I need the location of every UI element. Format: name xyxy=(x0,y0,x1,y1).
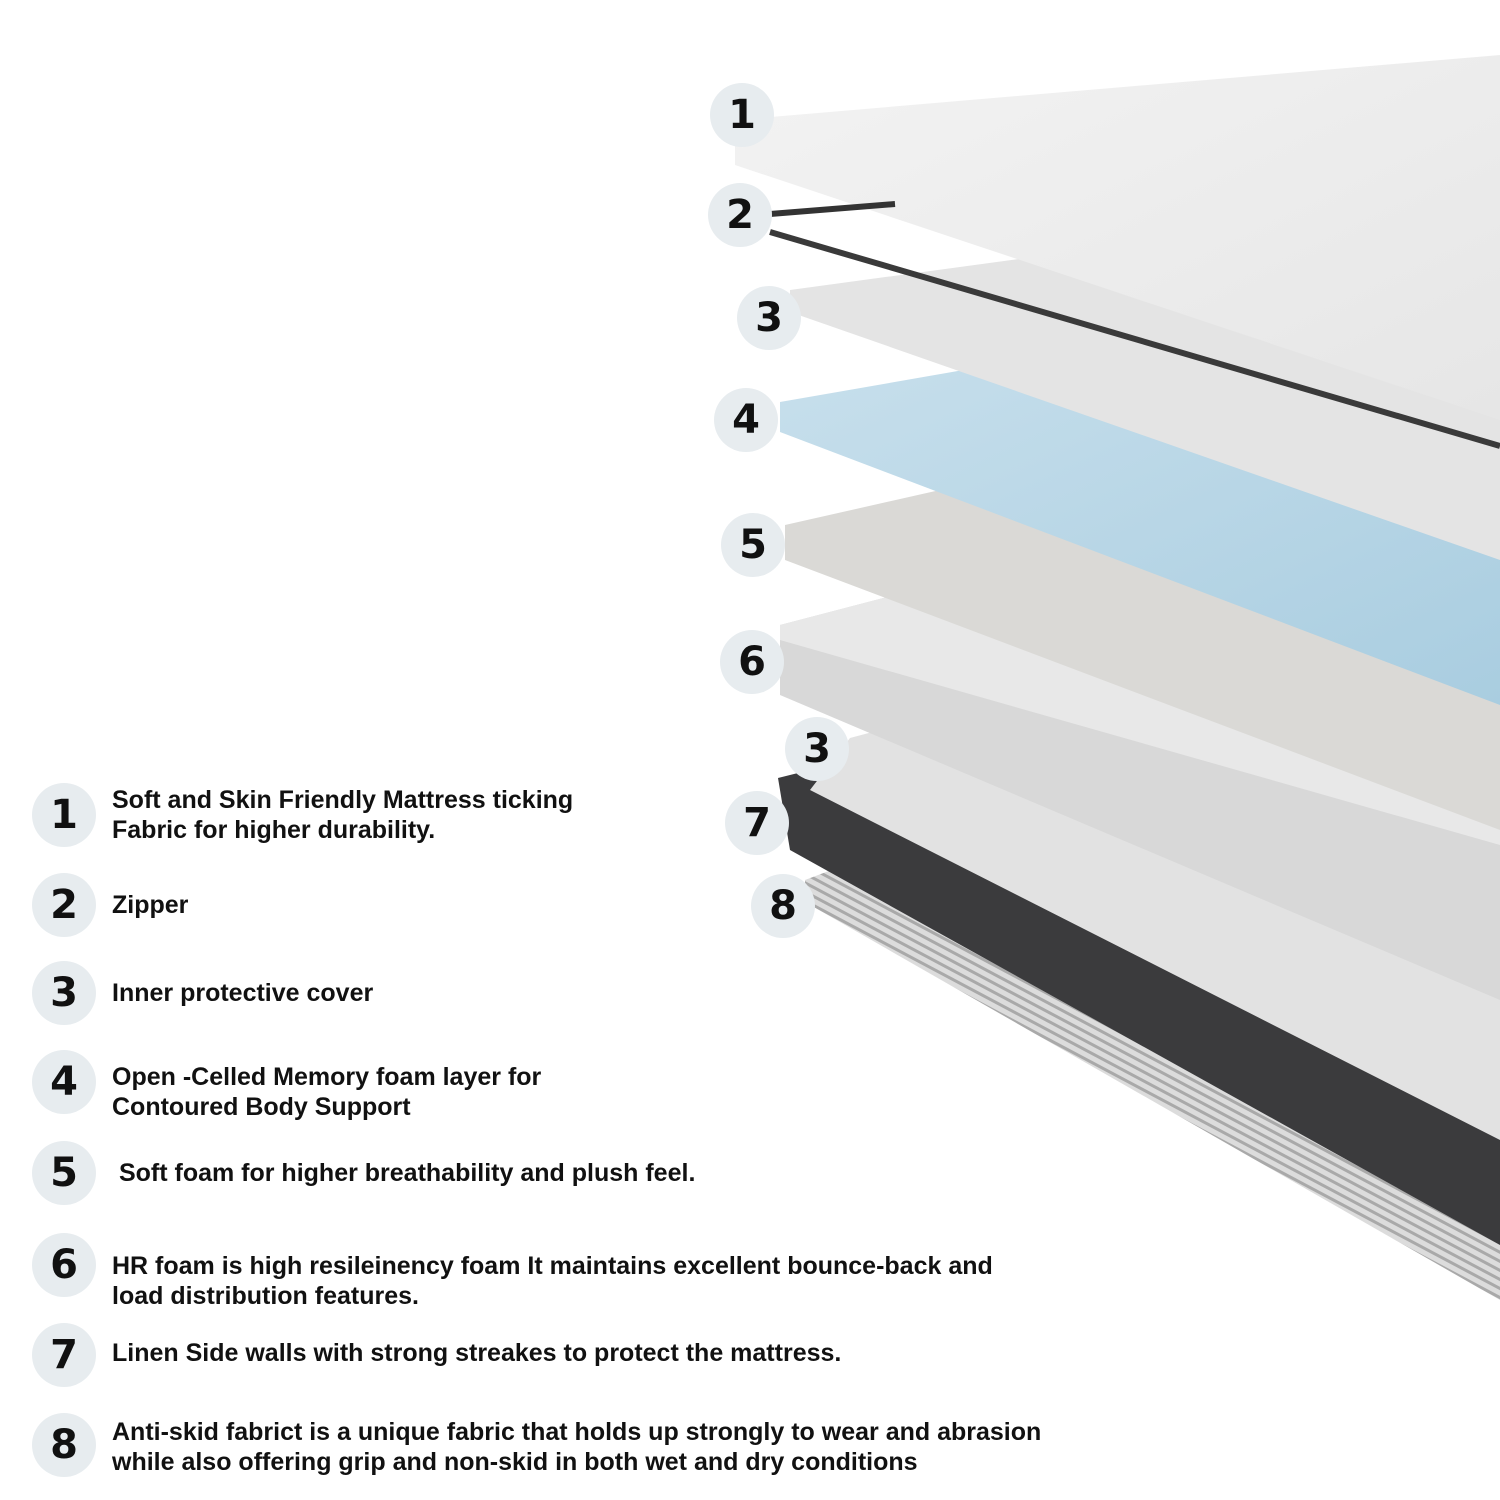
legend-text: Contoured Body Support xyxy=(112,1093,411,1121)
legend-text: Soft and Skin Friendly Mattress ticking xyxy=(112,786,574,814)
legend-text: load distribution features. xyxy=(112,1282,419,1310)
legend-badge: 8 xyxy=(32,1413,96,1477)
diagram-badge: 6 xyxy=(720,630,784,694)
layer-2-zipper xyxy=(769,201,1500,449)
legend-text: Fabric for higher durability. xyxy=(112,816,436,844)
legend-text: HR foam is high resileinency foam It mai… xyxy=(112,1252,993,1280)
layer-8-anti-skid xyxy=(805,842,1500,1300)
legend-text: Soft foam for higher breathability and p… xyxy=(112,1159,696,1187)
diagram-badge: 3 xyxy=(785,717,849,781)
legend-text: Open -Celled Memory foam layer for xyxy=(112,1063,542,1091)
legend-badge: 2 xyxy=(32,873,96,937)
diagram-badge: 7 xyxy=(725,791,789,855)
layer-7-side-wall xyxy=(778,770,1500,1245)
legend-badge: 7 xyxy=(32,1323,96,1387)
legend-text: Linen Side walls with strong streakes to… xyxy=(112,1339,842,1367)
legend-badge: 4 xyxy=(32,1050,96,1114)
legend-badge: 3 xyxy=(32,961,96,1025)
diagram-badge: 5 xyxy=(721,513,785,577)
layer-3-inner-cover-bottom xyxy=(810,730,1500,1140)
diagram-badge: 3 xyxy=(737,286,801,350)
legend-text: Zipper xyxy=(112,891,189,919)
layer-1-ticking-fabric xyxy=(735,55,1500,420)
legend-badge: 5 xyxy=(32,1141,96,1205)
diagram-badge: 1 xyxy=(710,83,774,147)
layer-6-hr-foam xyxy=(780,595,1500,1000)
legend-text: Inner protective cover xyxy=(112,979,374,1007)
diagram-badge: 2 xyxy=(708,183,772,247)
diagram-badge: 8 xyxy=(751,874,815,938)
legend-text: while also offering grip and non-skid in… xyxy=(112,1448,918,1476)
legend-text: Anti-skid fabrict is a unique fabric tha… xyxy=(112,1418,1042,1446)
layer-5-soft-foam xyxy=(785,490,1500,830)
legend-badge: 6 xyxy=(32,1233,96,1297)
diagram-badge: 4 xyxy=(714,388,778,452)
layer-4-memory-foam xyxy=(780,368,1500,705)
legend-badge: 1 xyxy=(32,783,96,847)
